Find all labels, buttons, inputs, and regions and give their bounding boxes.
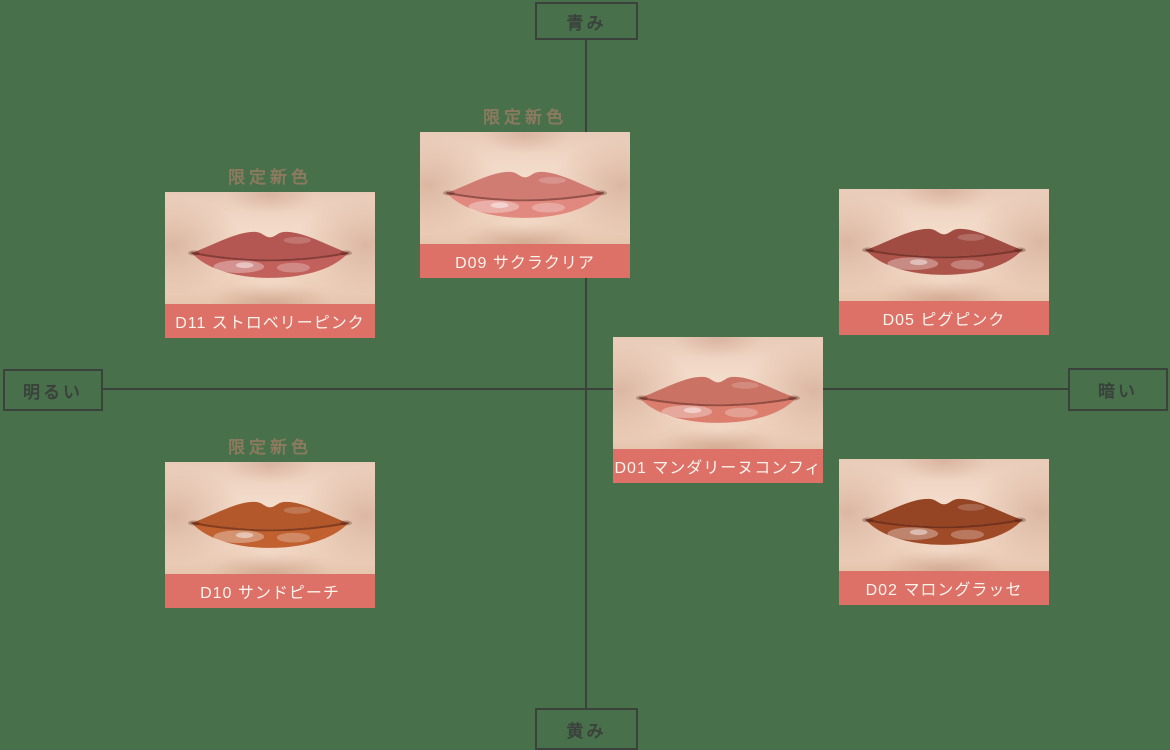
upper-lip-shape — [192, 231, 348, 260]
shade-name-label: D05 ピグピンク — [839, 301, 1049, 335]
lip-photo — [839, 189, 1049, 301]
lower-lip-shape — [192, 253, 348, 278]
lip-photo — [420, 132, 630, 244]
axis-label-text: 黄み — [566, 721, 607, 741]
lip-photo — [165, 462, 375, 574]
lower-lip-shape — [866, 250, 1022, 275]
horizontal-axis-line — [103, 388, 1068, 390]
shade-name-label: D10 サンドピーチ — [165, 574, 375, 608]
limited-new-color-label: 限定新色 — [228, 438, 312, 457]
lip-photo — [839, 459, 1049, 571]
lips-illustration — [188, 231, 352, 278]
lower-lip-shape — [866, 520, 1022, 545]
shade-name-label: D11 ストロベリーピンク — [165, 304, 375, 338]
swatch-d02: D02 マロングラッセ — [839, 459, 1049, 605]
axis-label-text: 明るい — [23, 382, 83, 402]
swatch-d11: 限定新色 D11 ストロベリーピンク — [165, 168, 375, 338]
axis-label-text: 暗い — [1098, 382, 1138, 401]
limited-new-color-label: 限定新色 — [483, 108, 567, 127]
shade-name-label: D02 マロングラッセ — [839, 571, 1049, 605]
swatch-d10: 限定新色 D10 サンドピーチ — [165, 438, 375, 608]
swatch-d09: 限定新色 D09 サクラクリア — [420, 108, 630, 278]
axis-label-blue-tone: 青み — [535, 2, 638, 40]
lower-lip-shape — [192, 523, 348, 548]
lower-lip-shape — [640, 398, 796, 423]
lips-illustration — [862, 498, 1026, 545]
vertical-axis-line — [585, 40, 587, 708]
lips-illustration — [862, 228, 1026, 275]
lip-photo — [165, 192, 375, 304]
limited-new-color-label: 限定新色 — [228, 168, 312, 187]
lower-lip-shape — [447, 193, 603, 218]
axis-label-bright: 明るい — [3, 369, 103, 411]
lips-illustration — [443, 171, 607, 218]
axis-label-text: 青み — [566, 13, 607, 33]
lips-illustration — [188, 501, 352, 548]
axis-label-yellow-tone: 黄み — [535, 708, 638, 750]
swatch-d01: D01 マンダリーヌコンフィ — [613, 337, 823, 483]
swatch-d05: D05 ピグピンク — [839, 189, 1049, 335]
shade-name-label: D01 マンダリーヌコンフィ — [613, 449, 823, 483]
lips-illustration — [636, 376, 800, 423]
upper-lip-shape — [866, 498, 1022, 527]
upper-lip-shape — [640, 376, 796, 405]
shade-name-label: D09 サクラクリア — [420, 244, 630, 278]
upper-lip-shape — [447, 171, 603, 200]
upper-lip-shape — [192, 501, 348, 530]
lip-photo — [613, 337, 823, 449]
upper-lip-shape — [866, 228, 1022, 257]
axis-label-dark: 暗い — [1068, 368, 1168, 411]
